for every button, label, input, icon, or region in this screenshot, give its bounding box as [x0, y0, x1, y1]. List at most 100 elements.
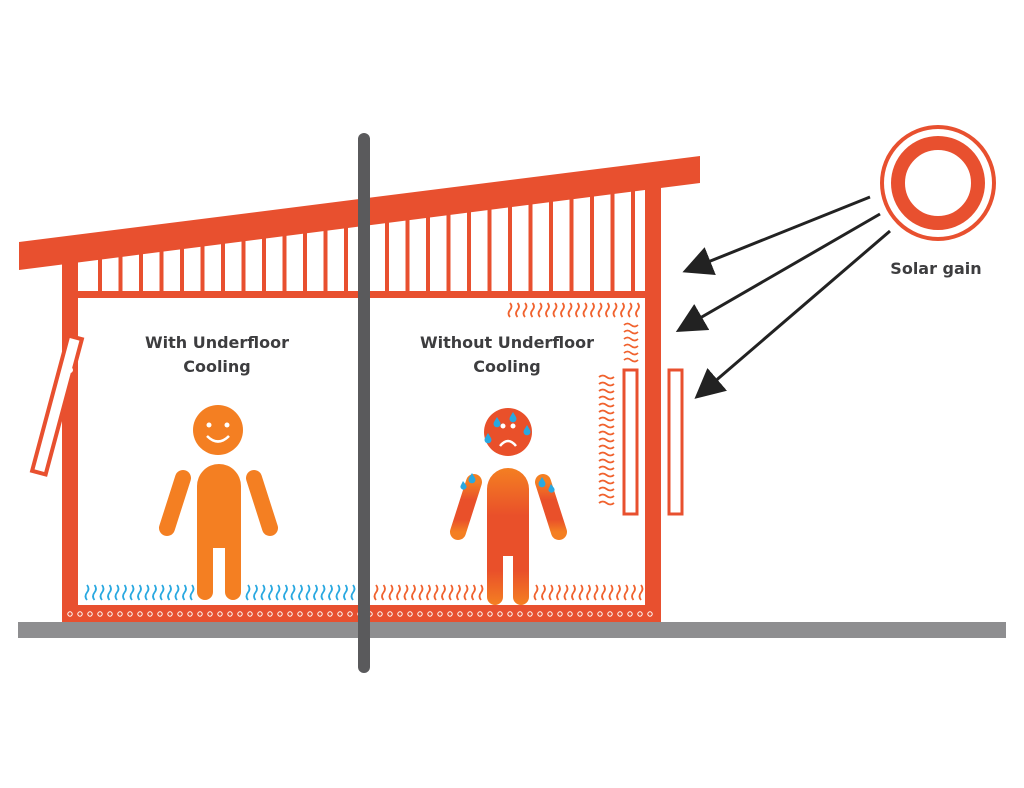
wave: [560, 302, 565, 318]
solar-arrows: [675, 195, 891, 399]
wave: [253, 584, 258, 601]
wave: [283, 584, 288, 601]
pipe-circle: [127, 611, 133, 617]
wave: [167, 584, 172, 601]
pipe-circle: [277, 611, 283, 617]
roof-slat: [159, 250, 164, 294]
wave: [623, 584, 629, 601]
wave: [84, 584, 90, 601]
window-outer: [667, 368, 684, 516]
pipe-circle: [97, 611, 103, 617]
wave: [567, 302, 573, 318]
wave: [463, 584, 469, 601]
pipe-circle: [227, 611, 233, 617]
wave: [598, 388, 615, 394]
wave: [328, 584, 333, 601]
wave: [114, 584, 120, 601]
pipe-circle: [347, 611, 353, 617]
wave: [441, 584, 446, 601]
sun-icon: [880, 125, 996, 241]
wave: [590, 302, 595, 318]
wave: [598, 493, 615, 499]
wave: [593, 584, 599, 601]
wave: [515, 302, 520, 318]
roof-slat: [467, 210, 471, 294]
wave: [598, 374, 615, 380]
wave: [107, 584, 112, 601]
roof-slat: [446, 213, 451, 294]
wave: [608, 584, 614, 601]
wave: [159, 584, 165, 601]
wave: [182, 584, 187, 601]
wave: [623, 322, 639, 328]
pipe-circle: [437, 611, 443, 617]
wave: [586, 584, 591, 601]
wave: [320, 584, 326, 601]
wave: [598, 430, 615, 436]
wave: [530, 302, 535, 318]
wave: [541, 584, 546, 601]
wave: [144, 584, 150, 601]
wave: [533, 584, 539, 601]
with-cooling-label-2: Cooling: [183, 357, 251, 376]
pipe-circle: [607, 611, 613, 617]
pipe-circle: [407, 611, 413, 617]
roof-slat: [487, 208, 492, 294]
wave: [152, 584, 157, 601]
pipe-circle: [427, 611, 433, 617]
solar-gain-label: Solar gain: [890, 259, 981, 278]
pipe-circle: [597, 611, 603, 617]
pipe-circle: [517, 611, 523, 617]
wave: [575, 302, 580, 318]
wave: [563, 584, 569, 601]
wave: [598, 402, 615, 408]
wave: [478, 584, 484, 601]
wave: [598, 500, 615, 506]
wave: [598, 479, 615, 485]
wave: [623, 343, 639, 349]
pipe-circle: [497, 611, 503, 617]
roof-slat: [118, 255, 123, 294]
wave: [313, 584, 318, 601]
wave: [627, 302, 633, 318]
wave: [298, 584, 303, 601]
ground: [18, 622, 1006, 638]
with-cooling-label-1: With Underfloor: [145, 333, 289, 352]
pipe-circle: [447, 611, 453, 617]
wave: [411, 584, 416, 601]
pipe-circle: [237, 611, 243, 617]
roof-slat: [569, 197, 574, 294]
wave: [612, 302, 618, 318]
wave: [471, 584, 476, 601]
roof-slat: [262, 236, 266, 294]
pipe-circle: [207, 611, 213, 617]
pipe-circle: [167, 611, 173, 617]
pipe-circle: [177, 611, 183, 617]
pipe-circle: [577, 611, 583, 617]
wave: [597, 302, 603, 318]
wave: [598, 451, 615, 457]
pipe-circle: [337, 611, 343, 617]
wave: [129, 584, 135, 601]
wave: [605, 302, 610, 318]
floor-pipes: [67, 611, 653, 617]
heat-waves: [84, 302, 644, 601]
roof-slat: [549, 200, 553, 294]
sweat-drops-icon: [460, 412, 555, 493]
pipe-circle: [567, 611, 573, 617]
wave: [598, 472, 615, 478]
pipe-circle: [267, 611, 273, 617]
roof-slat: [200, 244, 205, 294]
wave: [620, 302, 625, 318]
wave: [635, 302, 640, 318]
roof-slat: [241, 239, 246, 294]
pipe-circle: [217, 611, 223, 617]
without-cooling-label-1: Without Underfloor: [420, 333, 594, 352]
roof-slat: [385, 221, 389, 294]
pipe-circle: [117, 611, 123, 617]
wave: [623, 336, 639, 342]
pipe-circle: [107, 611, 113, 617]
pipe-circle: [197, 611, 203, 617]
divider-pole: [358, 133, 370, 673]
